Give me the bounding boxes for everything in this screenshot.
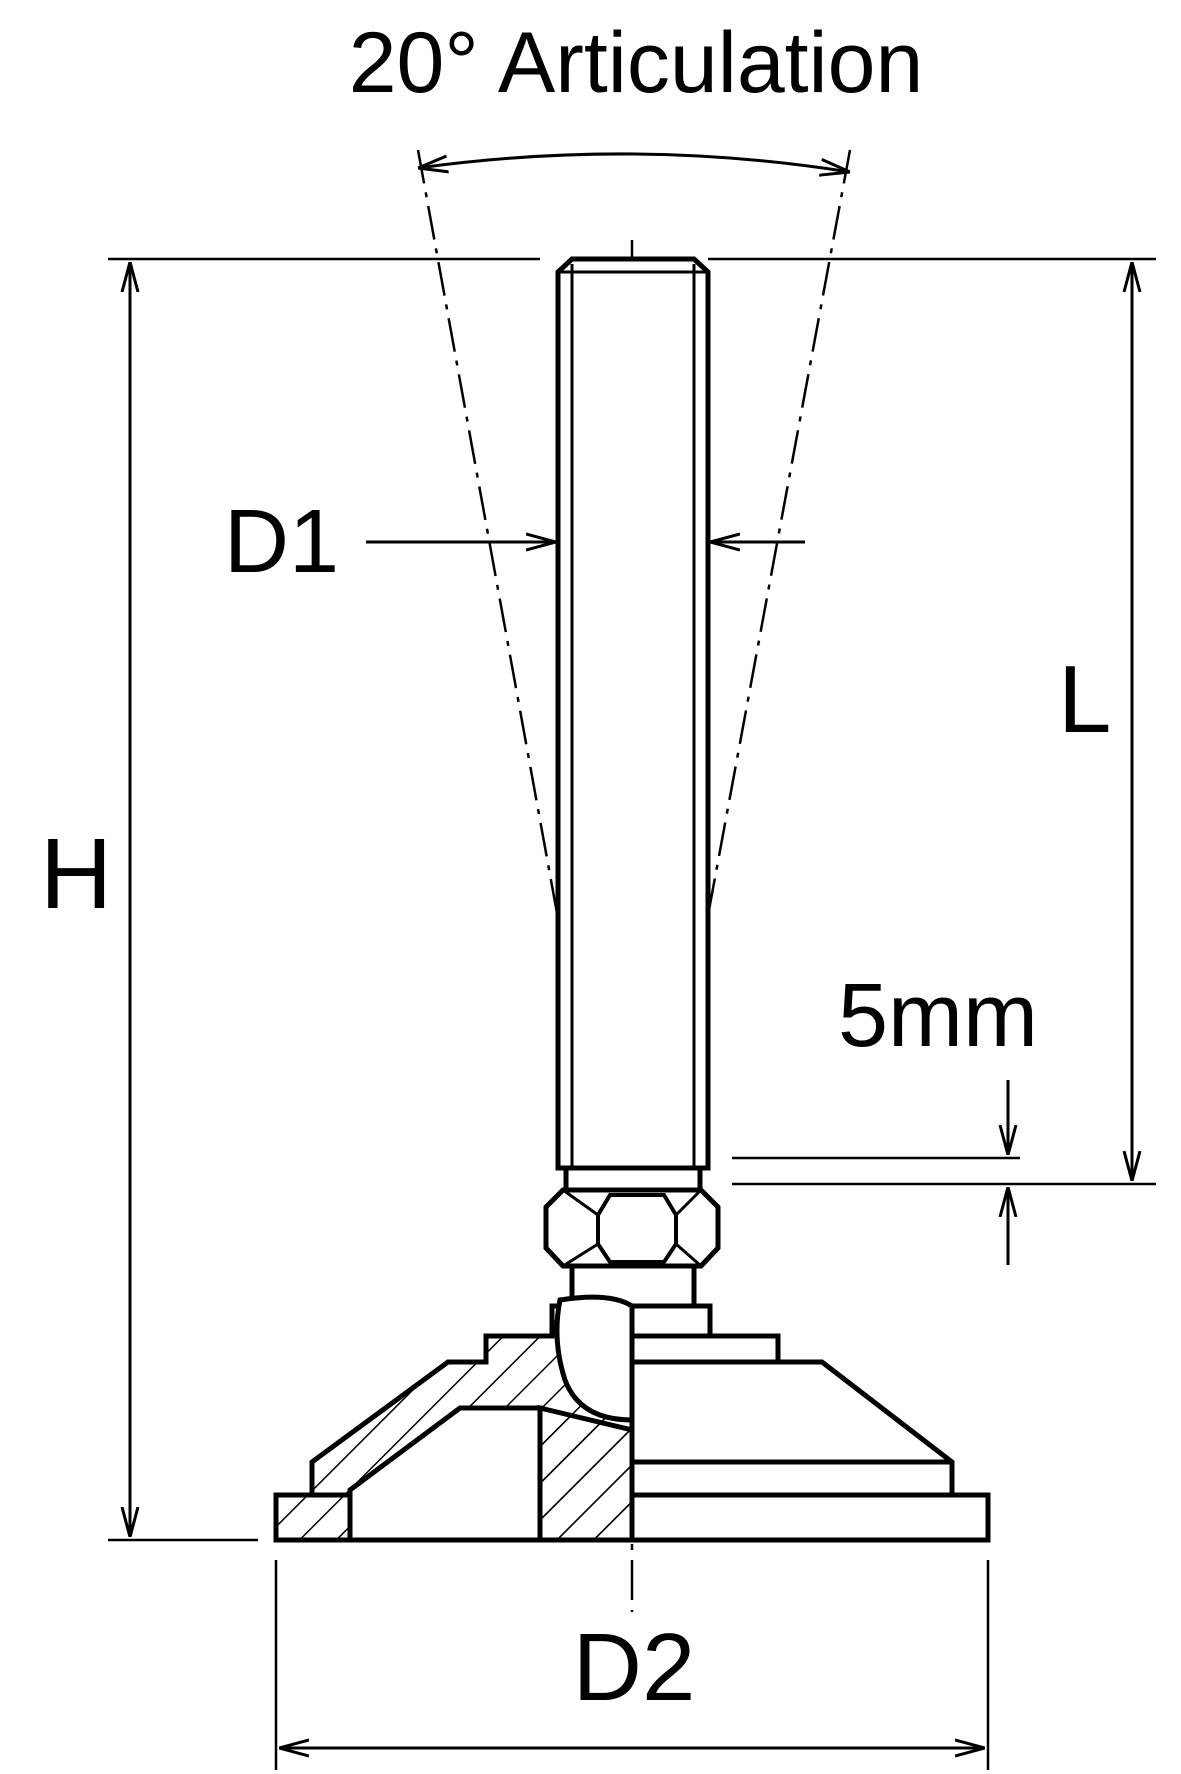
base-section (273, 1303, 635, 1543)
l-label: L (1058, 646, 1111, 753)
base-exterior (629, 1303, 991, 1543)
articulation-label: 20° Articulation (349, 15, 924, 111)
ball-joint (554, 1294, 635, 1423)
articulation-arc (418, 152, 850, 172)
hex-nut (543, 1165, 721, 1269)
gap-label: 5mm (838, 966, 1038, 1066)
d1-label: D1 (224, 492, 339, 592)
h-label: H (40, 818, 112, 930)
threaded-stud (555, 256, 711, 1171)
d2-label: D2 (573, 1614, 696, 1721)
